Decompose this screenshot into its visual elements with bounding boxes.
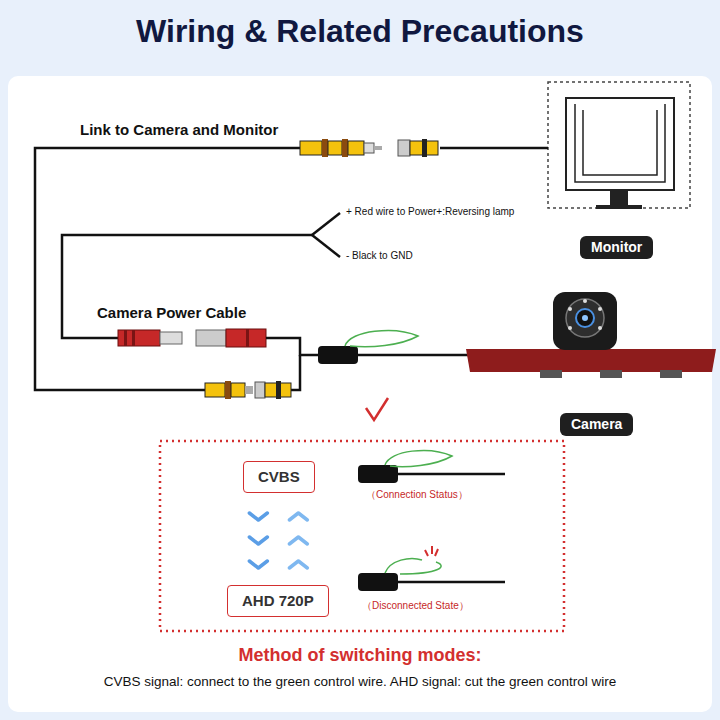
splitter-box xyxy=(318,331,418,364)
control-wire-cut xyxy=(358,546,505,591)
state-label: （Disconnected State） xyxy=(362,600,469,612)
node-text: Monitor xyxy=(591,239,642,255)
node-text: CVBS xyxy=(258,468,300,485)
rca-connector xyxy=(300,139,438,157)
cable-label: Link to Camera and Monitor xyxy=(80,121,278,139)
state-label: （Connection Status） xyxy=(366,489,468,501)
chevron-column xyxy=(249,513,267,568)
page-title: Wiring & Related Precautions xyxy=(0,12,720,50)
mode-box: AHD 720P xyxy=(227,585,329,617)
switch-arrows xyxy=(249,513,307,568)
tag-badge: Camera xyxy=(560,413,633,436)
camera-illustration xyxy=(466,292,716,378)
node-text: Camera xyxy=(571,416,622,432)
wire-label: + Red wire to Power+:Reversing lamp xyxy=(346,206,514,218)
dotted-frame xyxy=(160,441,564,631)
control-wire-connected xyxy=(358,450,505,483)
cable-label: Camera Power Cable xyxy=(97,304,246,322)
instruction-note: CVBS signal: connect to the green contro… xyxy=(6,674,714,690)
chevron-column xyxy=(289,513,307,568)
check-mark xyxy=(366,398,388,420)
mode-box: CVBS xyxy=(243,461,315,493)
camera-cable xyxy=(266,338,468,390)
power-cable xyxy=(62,213,340,338)
rca-connector xyxy=(205,381,291,399)
tag-badge: Monitor xyxy=(580,236,653,259)
node-text: AHD 720P xyxy=(242,592,314,609)
power-connector xyxy=(118,329,266,347)
panel xyxy=(8,76,712,712)
wire-label: - Black to GND xyxy=(346,250,413,262)
monitor-illustration xyxy=(548,82,690,209)
section-heading: Method of switching modes: xyxy=(6,645,714,667)
